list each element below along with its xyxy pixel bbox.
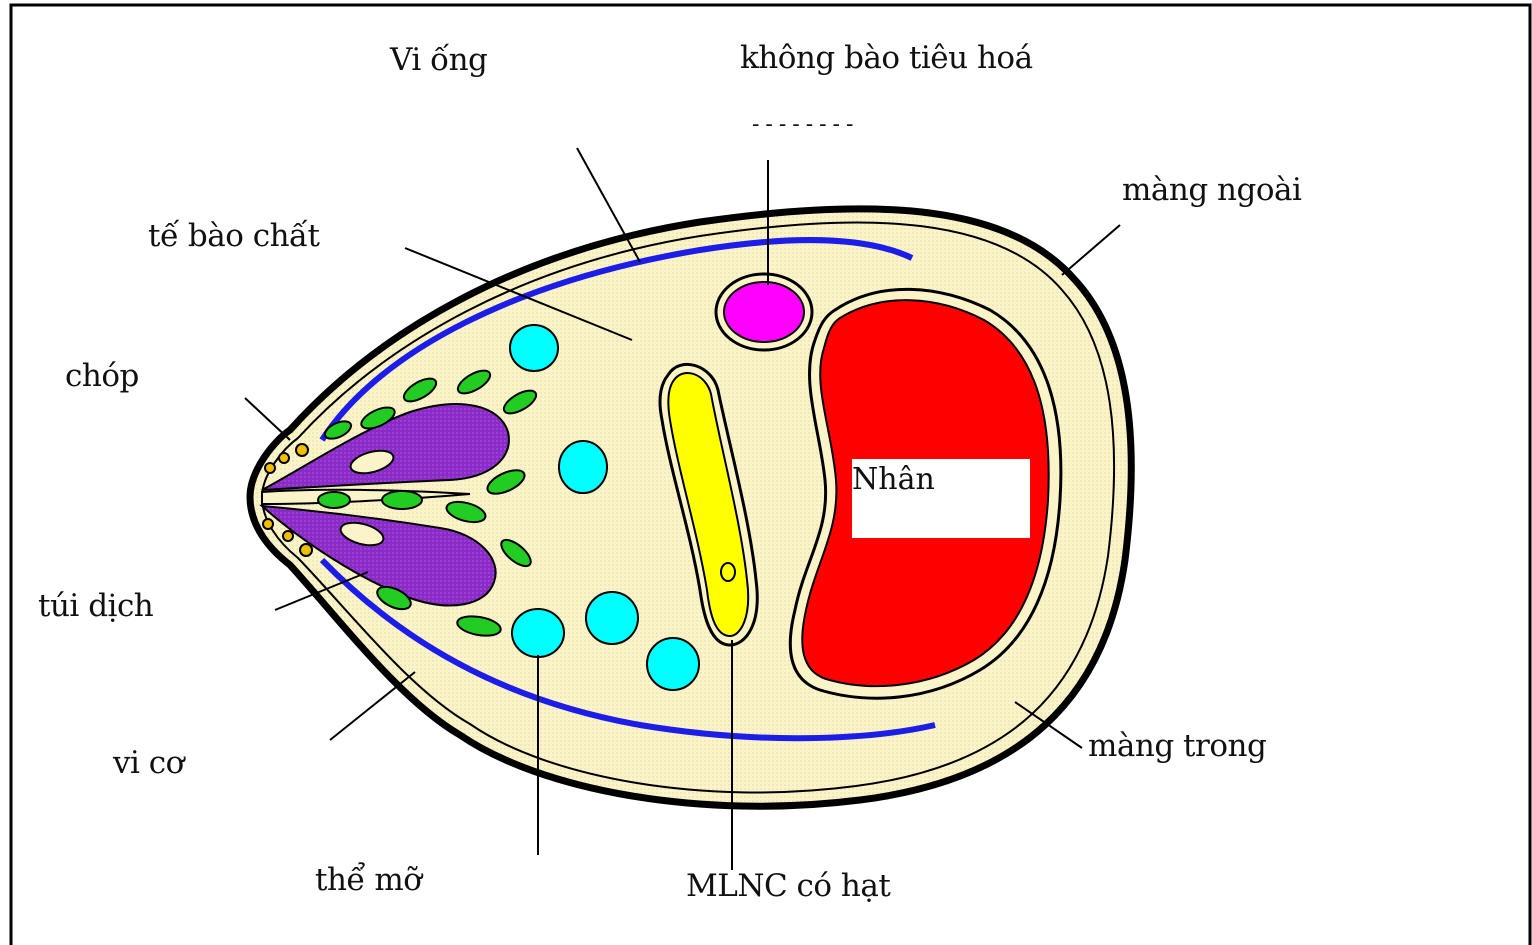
label-mlnc: MLNC có hạt (686, 868, 890, 904)
label-khong-bao-tieu-hoa: không bào tiêu hoá (740, 40, 1033, 76)
fat-body (647, 638, 699, 690)
tip-granule (283, 531, 293, 541)
tip-granule (300, 544, 312, 556)
label-mang-ngoai: màng ngoài (1122, 172, 1301, 208)
tip-granule (263, 519, 273, 529)
micromuscle (382, 491, 422, 509)
label-the-mo: thể mỡ (315, 862, 421, 898)
label-chop: chóp (65, 358, 139, 394)
leader-vi-co (330, 672, 415, 740)
label-tui-dich: túi dịch (38, 588, 153, 624)
label-vi-ong: Vi ống (390, 42, 487, 78)
fat-body (512, 609, 564, 657)
label-dashes: - - - - - - - - (752, 112, 853, 137)
digestive-vacuole (724, 282, 804, 342)
tip-granule (279, 453, 289, 463)
leader-mang-ngoai (1062, 225, 1120, 275)
label-te-bao-chat: tế bào chất (148, 218, 320, 254)
fat-body (586, 592, 638, 644)
micromuscle (318, 492, 350, 508)
leader-chop (245, 398, 290, 440)
er-granule (721, 563, 735, 581)
label-vi-co: vi cơ (113, 745, 184, 781)
fat-body (559, 441, 607, 493)
fat-body (510, 325, 558, 371)
tip-granule (265, 463, 275, 473)
label-nhan: Nhân (852, 462, 935, 497)
tip-granule (296, 444, 308, 456)
label-mang-trong: màng trong (1088, 728, 1266, 764)
